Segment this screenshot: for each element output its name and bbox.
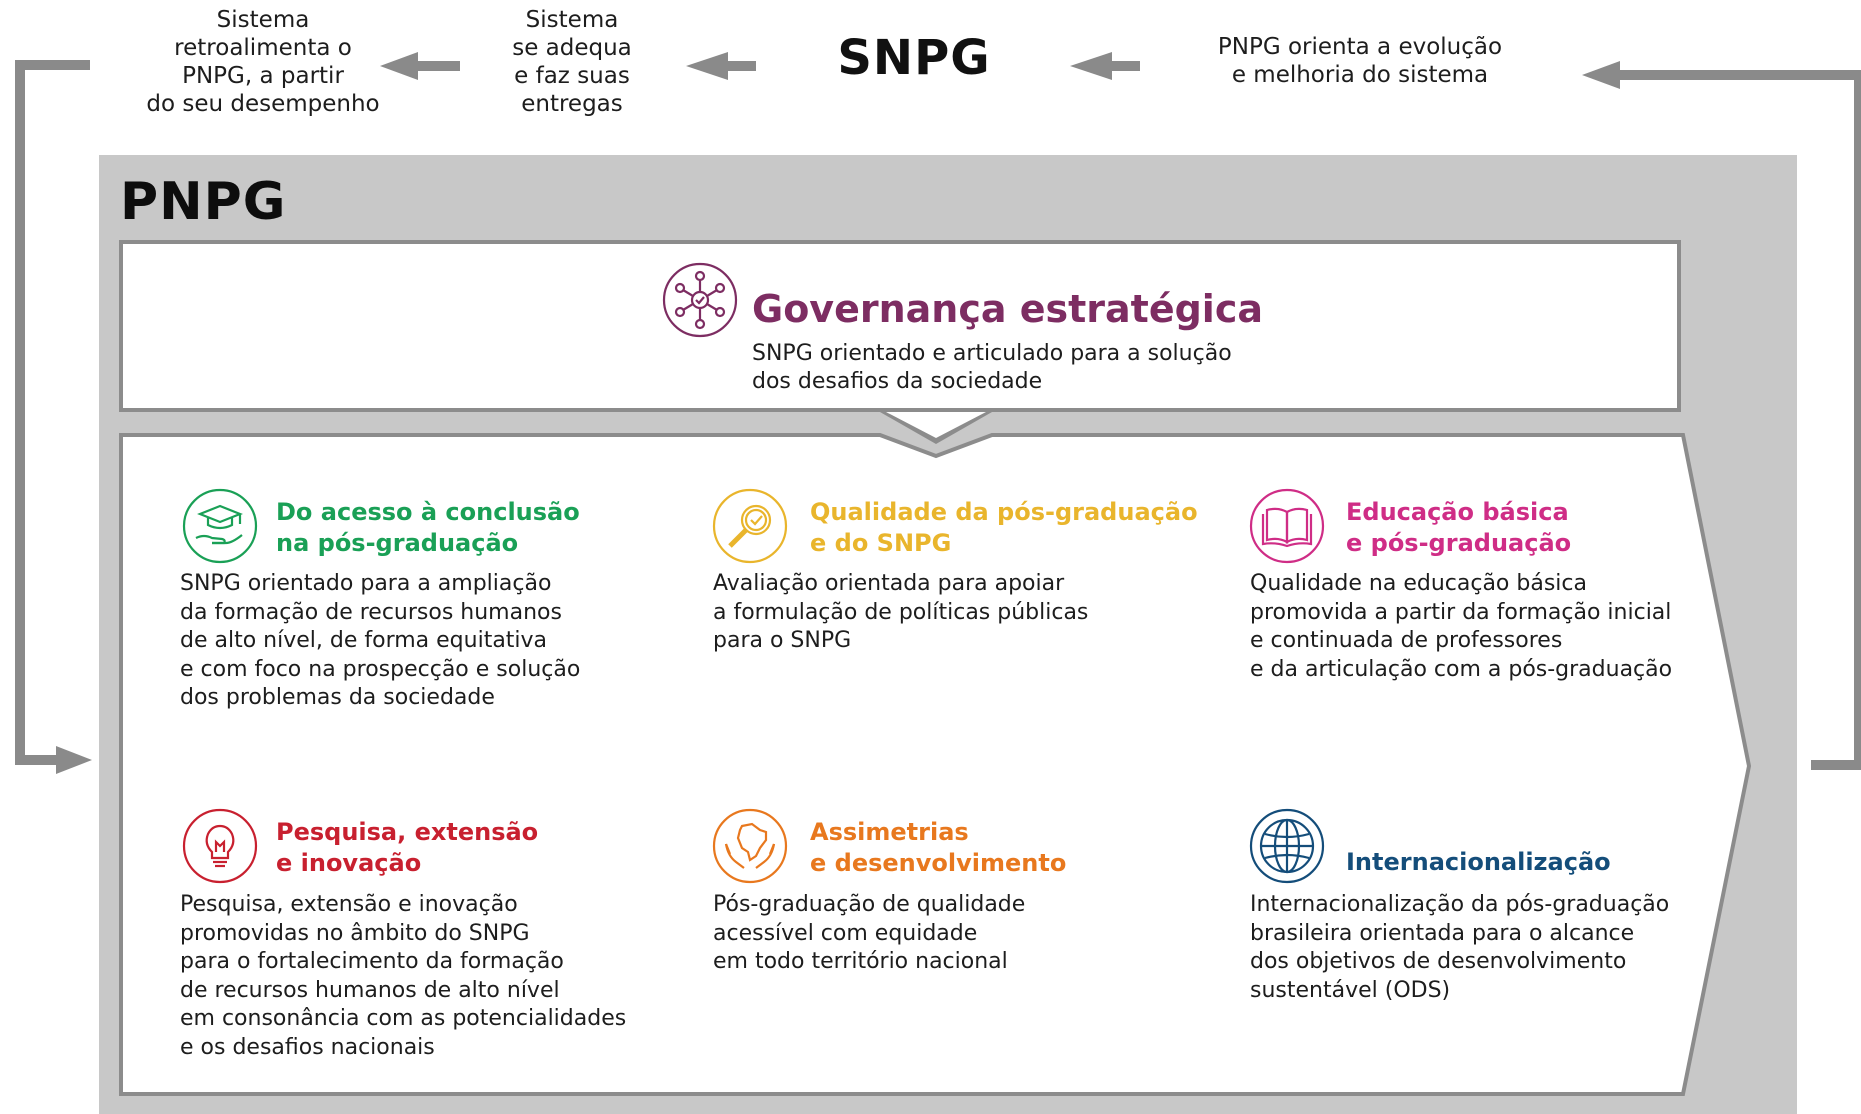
card-title: Internacionalização (1346, 847, 1611, 878)
governance-title: Governança estratégica (752, 287, 1263, 331)
arrow-snpg-to-adapt (686, 52, 756, 80)
card-desc-line: da formação de recursos humanos (180, 599, 562, 625)
card-desc-line: em todo território nacional (713, 949, 1008, 974)
card-desc-line: de recursos humanos de alto nível (180, 977, 560, 1003)
adapt-step-text: Sistema se adequa e faz suas entregas (492, 6, 652, 118)
card-desc-line: promovidas no âmbito do SNPG (180, 920, 530, 946)
graduation-cap-hand-icon (182, 488, 258, 564)
lightbulb-icon (182, 808, 258, 884)
card-desc-line: a formulação de políticas públicas (713, 599, 1089, 625)
feedback-step-text: Sistema retroalimenta o PNPG, a partir d… (128, 6, 398, 118)
card-desc-line: para o SNPG (713, 628, 852, 653)
feedback-line: PNPG, a partir (182, 63, 344, 89)
card-title-line: e do SNPG (810, 529, 952, 557)
card-desc: Pesquisa, extensão e inovação promovidas… (180, 891, 626, 1062)
card-desc: Qualidade na educação básica promovida a… (1250, 570, 1672, 684)
card-desc-line: dos problemas da sociedade (180, 685, 495, 710)
card-desc: Avaliação orientada para apoiar a formul… (713, 570, 1088, 656)
card-desc-line: Qualidade na educação básica (1250, 571, 1587, 596)
card-title-line: Do acesso à conclusão (276, 498, 580, 526)
feedback-line: do seu desempenho (146, 91, 380, 117)
feedback-line: Sistema (216, 7, 310, 33)
governance-box (119, 240, 1681, 412)
orient-line: PNPG orienta a evolução (1217, 34, 1503, 60)
arrow-orient-to-snpg (1070, 52, 1140, 80)
card-desc-line: dos objetivos de desenvolvimento (1250, 949, 1627, 974)
arrow-left-loop (15, 60, 92, 774)
card-title-line: Pesquisa, extensão (276, 818, 539, 846)
card-desc-line: de alto nível, de forma equitativa (180, 628, 548, 653)
hands-map-icon (712, 808, 788, 884)
card-desc-line: sustentável (ODS) (1250, 977, 1451, 1003)
card-desc-line: para o fortalecimento da formação (180, 949, 564, 974)
arrow-adapt-to-feedback (380, 52, 460, 80)
card-title-line: Assimetrias (810, 818, 969, 846)
card-desc-line: Internacionalização da pós-graduação (1250, 892, 1670, 917)
card-title: Educação básica e pós-graduação (1346, 497, 1571, 559)
globe-icon (1249, 808, 1325, 884)
pnpg-title: PNPG (120, 172, 287, 232)
governance-desc-line: SNPG orientado e articulado para a soluç… (752, 341, 1232, 366)
card-title: Qualidade da pós-graduação e do SNPG (810, 497, 1198, 559)
orient-line: e melhoria do sistema (1231, 62, 1489, 88)
snpg-title: SNPG (837, 30, 991, 86)
card-desc-line: e os desafios nacionais (180, 1034, 435, 1060)
adapt-line: Sistema (525, 7, 619, 33)
card-desc-line: SNPG orientado para a ampliação (180, 571, 552, 596)
card-desc-line: promovida a partir da formação inicial (1250, 599, 1672, 625)
card-title: Assimetrias e desenvolvimento (810, 817, 1066, 879)
adapt-line: e faz suas (514, 63, 630, 89)
card-desc-line: Pesquisa, extensão e inovação (180, 892, 518, 917)
feedback-line: retroalimenta o (174, 35, 352, 61)
card-title-line: Qualidade da pós-graduação (810, 498, 1198, 526)
governance-desc-line: dos desafios da sociedade (752, 369, 1043, 394)
card-desc-line: e da articulação com a pós-graduação (1250, 656, 1673, 682)
card-desc-line: Avaliação orientada para apoiar (713, 571, 1065, 596)
card-title-line: e desenvolvimento (810, 849, 1067, 877)
card-title: Pesquisa, extensão e inovação (276, 817, 538, 879)
adapt-line: se adequa (512, 35, 632, 61)
card-title: Do acesso à conclusão na pós-graduação (276, 497, 580, 559)
card-desc-line: Pós-graduação de qualidade (713, 892, 1026, 917)
card-desc-line: e continuada de professores (1250, 628, 1563, 653)
card-desc-line: e com foco na prospecção e solução (180, 656, 581, 682)
card-title-line: na pós-graduação (276, 529, 519, 557)
card-title-line: e pós-graduação (1346, 529, 1572, 557)
network-check-icon (662, 262, 738, 338)
card-title-line: e inovação (276, 849, 422, 877)
orient-step-text: PNPG orienta a evolução e melhoria do si… (1180, 33, 1540, 89)
card-desc: Internacionalização da pós-graduação bra… (1250, 891, 1669, 1005)
arrow-right-loop (1582, 61, 1861, 770)
adapt-line: entregas (521, 91, 623, 117)
card-desc: Pós-graduação de qualidade acessível com… (713, 891, 1025, 977)
card-title-line: Internacionalização (1346, 848, 1611, 876)
card-desc-line: acessível com equidade (713, 920, 978, 946)
governance-desc: SNPG orientado e articulado para a soluç… (752, 340, 1232, 396)
card-desc-line: em consonância com as potencialidades (180, 1006, 627, 1031)
card-desc-line: brasileira orientada para o alcance (1250, 920, 1635, 946)
magnifier-check-icon (712, 488, 788, 564)
card-title-line: Educação básica (1346, 498, 1569, 526)
open-book-icon (1249, 488, 1325, 564)
card-desc: SNPG orientado para a ampliação da forma… (180, 570, 580, 713)
